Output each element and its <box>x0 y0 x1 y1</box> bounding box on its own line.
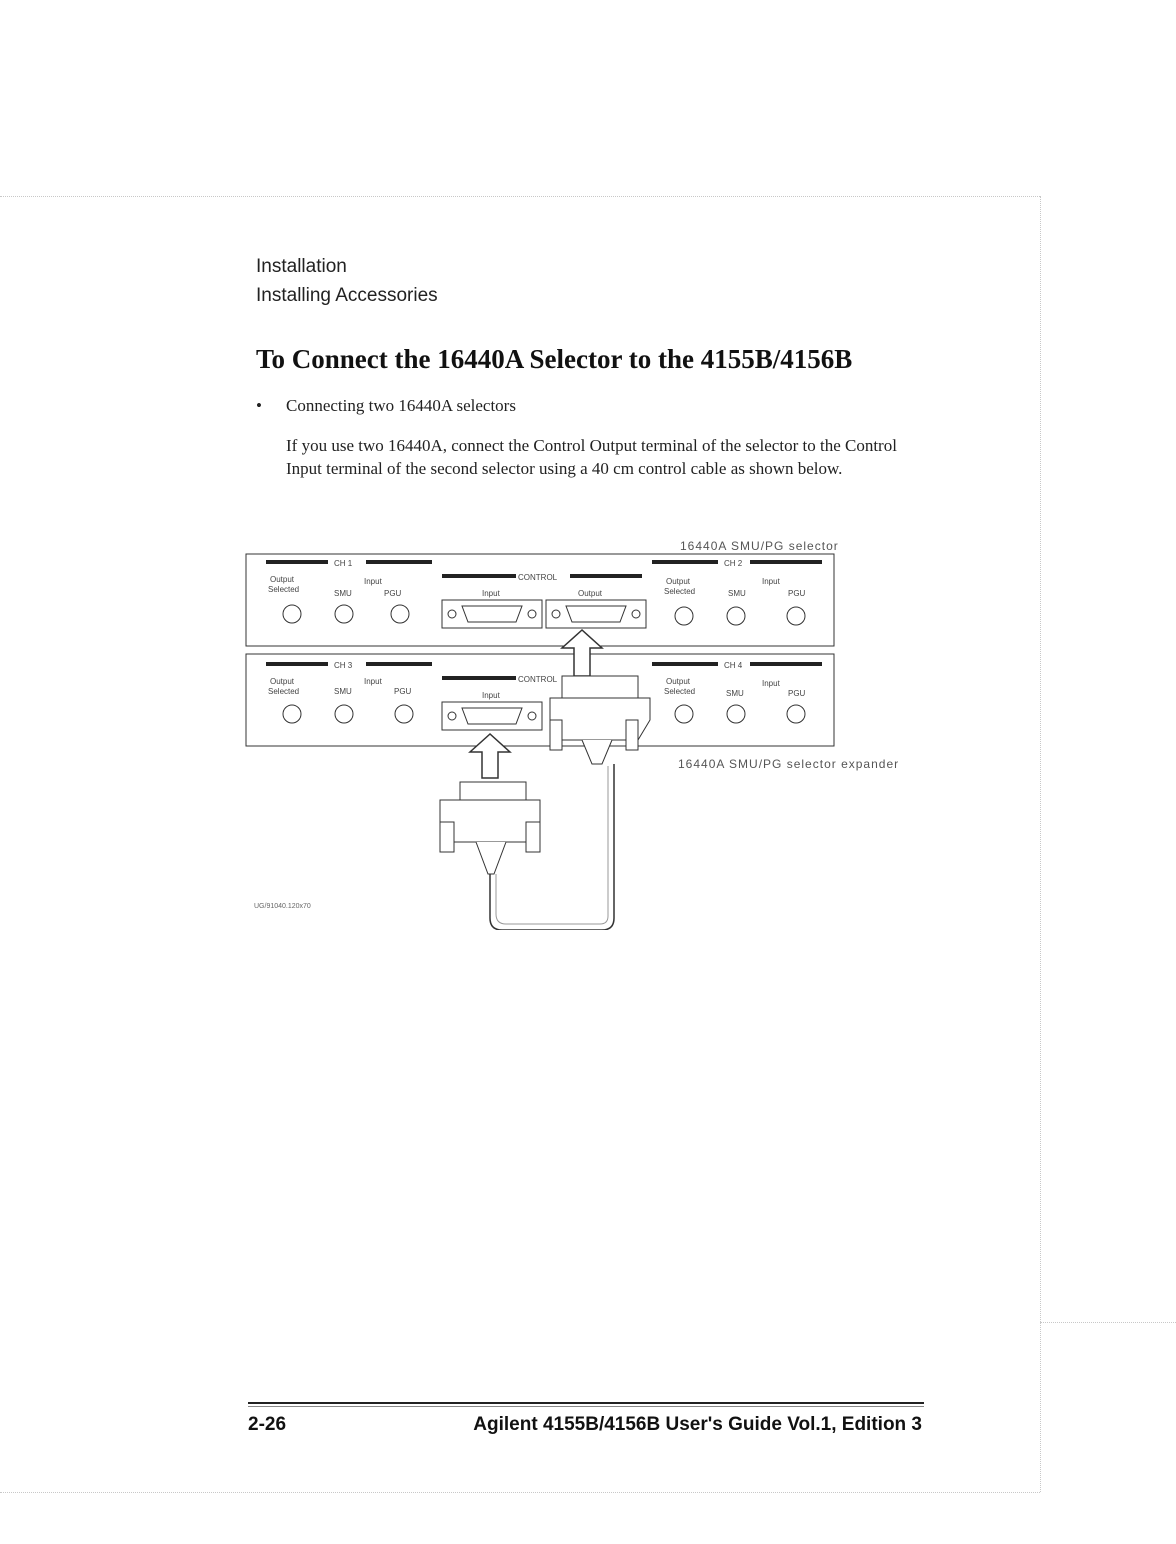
ch1-output-label: Output <box>270 575 295 584</box>
arrow-up-icon-lower <box>468 732 512 779</box>
ch2-smu-label: SMU <box>728 589 746 598</box>
ch2-output-label: Output <box>666 577 691 586</box>
connection-diagram: CH 1 Output Selected Input SMU PGU CONTR… <box>240 530 940 930</box>
ch4-smu-label: SMU <box>726 689 744 698</box>
ch1-input-label: Input <box>364 577 383 586</box>
control-cable <box>489 764 615 930</box>
selector-control-input-label: Input <box>482 589 501 598</box>
footer-rule-thin <box>248 1406 924 1407</box>
ch1-block: CH 1 Output Selected Input SMU PGU <box>266 559 432 624</box>
cable-connector-lower <box>439 781 541 875</box>
ch2-input-label: Input <box>762 577 781 586</box>
bullet-symbol: • <box>256 396 262 415</box>
control-cable-shadow <box>495 766 609 925</box>
ch4-input-label: Input <box>762 679 781 688</box>
crop-line-top <box>0 196 1040 197</box>
ch2-block: CH 2 Output Selected Input SMU PGU <box>652 559 822 626</box>
ch4-pgu-label: PGU <box>788 689 806 698</box>
running-header: Installation Installing Accessories <box>256 252 438 310</box>
expander-chassis <box>245 653 835 747</box>
ch1-selected-label: Selected <box>268 585 299 594</box>
control-block-expander: CONTROL Input <box>441 675 558 731</box>
selector-control-label: CONTROL <box>518 573 558 582</box>
crop-mark-right <box>1040 1322 1176 1323</box>
ch2-label: CH 2 <box>724 559 743 568</box>
ch3-input-label: Input <box>364 677 383 686</box>
ch3-block: CH 3 Output Selected Input SMU PGU <box>266 661 432 724</box>
ch3-pgu-label: PGU <box>394 687 412 696</box>
expander-control-input-label: Input <box>482 691 501 700</box>
cable-connector-upper <box>549 675 651 765</box>
ch3-selected-label: Selected <box>268 687 299 696</box>
selector-chassis <box>245 553 835 647</box>
ch1-label: CH 1 <box>334 559 353 568</box>
crop-line-bottom <box>0 1492 1040 1493</box>
expander-control-label: CONTROL <box>518 675 558 684</box>
header-subsection: Installing Accessories <box>256 285 438 306</box>
expander-label: 16440A SMU/PG selector expander <box>678 757 899 771</box>
header-section: Installation <box>256 256 347 277</box>
selector-control-output-label: Output <box>578 589 603 598</box>
ch3-label: CH 3 <box>334 661 353 670</box>
bullet-text: Connecting two 16440A selectors <box>286 396 516 415</box>
footer-rule <box>248 1402 924 1404</box>
ch4-output-label: Output <box>666 677 691 686</box>
ch3-smu-label: SMU <box>334 687 352 696</box>
crop-line-right <box>1040 196 1041 1492</box>
ch2-selected-label: Selected <box>664 587 695 596</box>
connection-diagram-svg: CH 1 Output Selected Input SMU PGU CONTR… <box>245 539 899 930</box>
selector-label: 16440A SMU/PG selector <box>680 539 839 553</box>
instruction-paragraph: If you use two 16440A, connect the Contr… <box>286 436 897 478</box>
arrow-up-icon <box>560 628 604 677</box>
ch4-label: CH 4 <box>724 661 743 670</box>
ch4-selected-label: Selected <box>664 687 695 696</box>
ch2-pgu-label: PGU <box>788 589 806 598</box>
page-number: 2-26 <box>248 1414 287 1435</box>
bullet-item: • Connecting two 16440A selectors <box>256 396 516 416</box>
footer-title: Agilent 4155B/4156B User's Guide Vol.1, … <box>473 1414 922 1435</box>
figure-id: UG/91040.120x70 <box>254 903 311 910</box>
ch1-smu-label: SMU <box>334 589 352 598</box>
page-title: To Connect the 16440A Selector to the 41… <box>256 344 853 374</box>
control-block-selector: CONTROL Input Output <box>441 573 647 629</box>
ch3-output-label: Output <box>270 677 295 686</box>
ch4-block: CH 4 Output Selected Input SMU PGU <box>652 661 822 724</box>
ch1-pgu-label: PGU <box>384 589 402 598</box>
